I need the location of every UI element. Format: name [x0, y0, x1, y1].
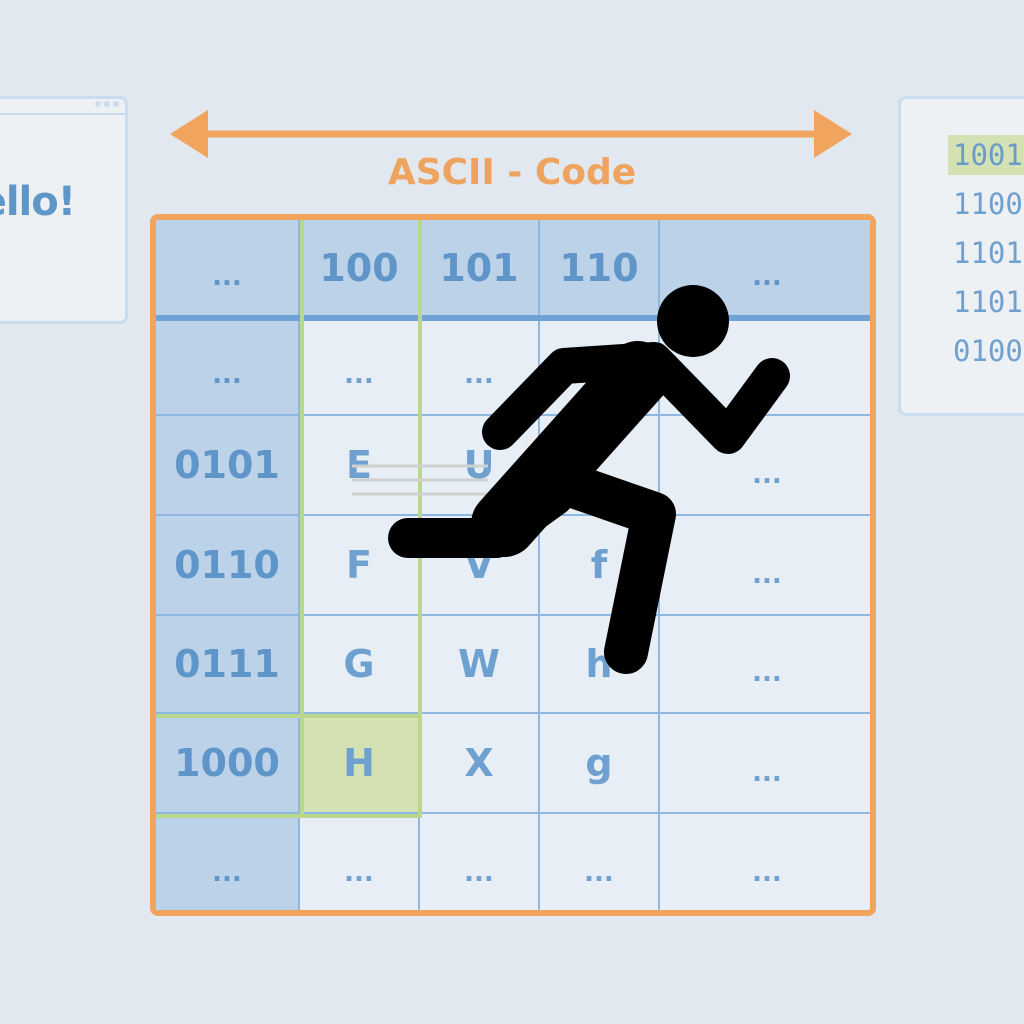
- window-controls-icon: [95, 101, 119, 107]
- table-cell: g: [540, 714, 660, 814]
- table-cell: ...: [420, 814, 540, 910]
- column-header: 101: [420, 220, 540, 318]
- column-header: ...: [156, 220, 300, 318]
- row-header: 0110: [156, 516, 300, 616]
- column-header: 100: [300, 220, 420, 318]
- double-arrow-icon: [170, 110, 852, 158]
- header-divider: [156, 315, 870, 321]
- running-person-icon: [388, 285, 790, 674]
- binary-line: 1101: [953, 236, 1023, 270]
- binary-output-panel: 1001 1100 1101 1101 0100: [898, 96, 1024, 416]
- table-cell: ...: [660, 714, 870, 814]
- binary-line: 1100: [953, 187, 1023, 221]
- table-cell: W: [420, 616, 540, 714]
- table-cell: H: [300, 714, 420, 814]
- table-cell: ...: [540, 814, 660, 910]
- diagram-title: ASCII - Code: [387, 152, 637, 193]
- binary-line: 1001: [948, 135, 1024, 175]
- column-header: 110: [540, 220, 660, 318]
- table-cell: ...: [660, 516, 870, 616]
- table-cell: X: [420, 714, 540, 814]
- binary-line: 0100: [953, 334, 1023, 368]
- row-header: 0111: [156, 616, 300, 714]
- row-header: 0101: [156, 416, 300, 516]
- table-cell: ...: [300, 814, 420, 910]
- row-header: 1000: [156, 714, 300, 814]
- left-window-titlebar: [0, 99, 125, 115]
- left-window-panel: ello!: [0, 96, 128, 324]
- row-header: ...: [156, 318, 300, 416]
- table-cell: ...: [660, 616, 870, 714]
- row-header: ...: [156, 814, 300, 910]
- table-cell: ...: [660, 416, 870, 516]
- greeting-text: ello!: [0, 179, 76, 225]
- table-cell: ...: [660, 814, 870, 910]
- binary-line: 1101: [953, 285, 1023, 319]
